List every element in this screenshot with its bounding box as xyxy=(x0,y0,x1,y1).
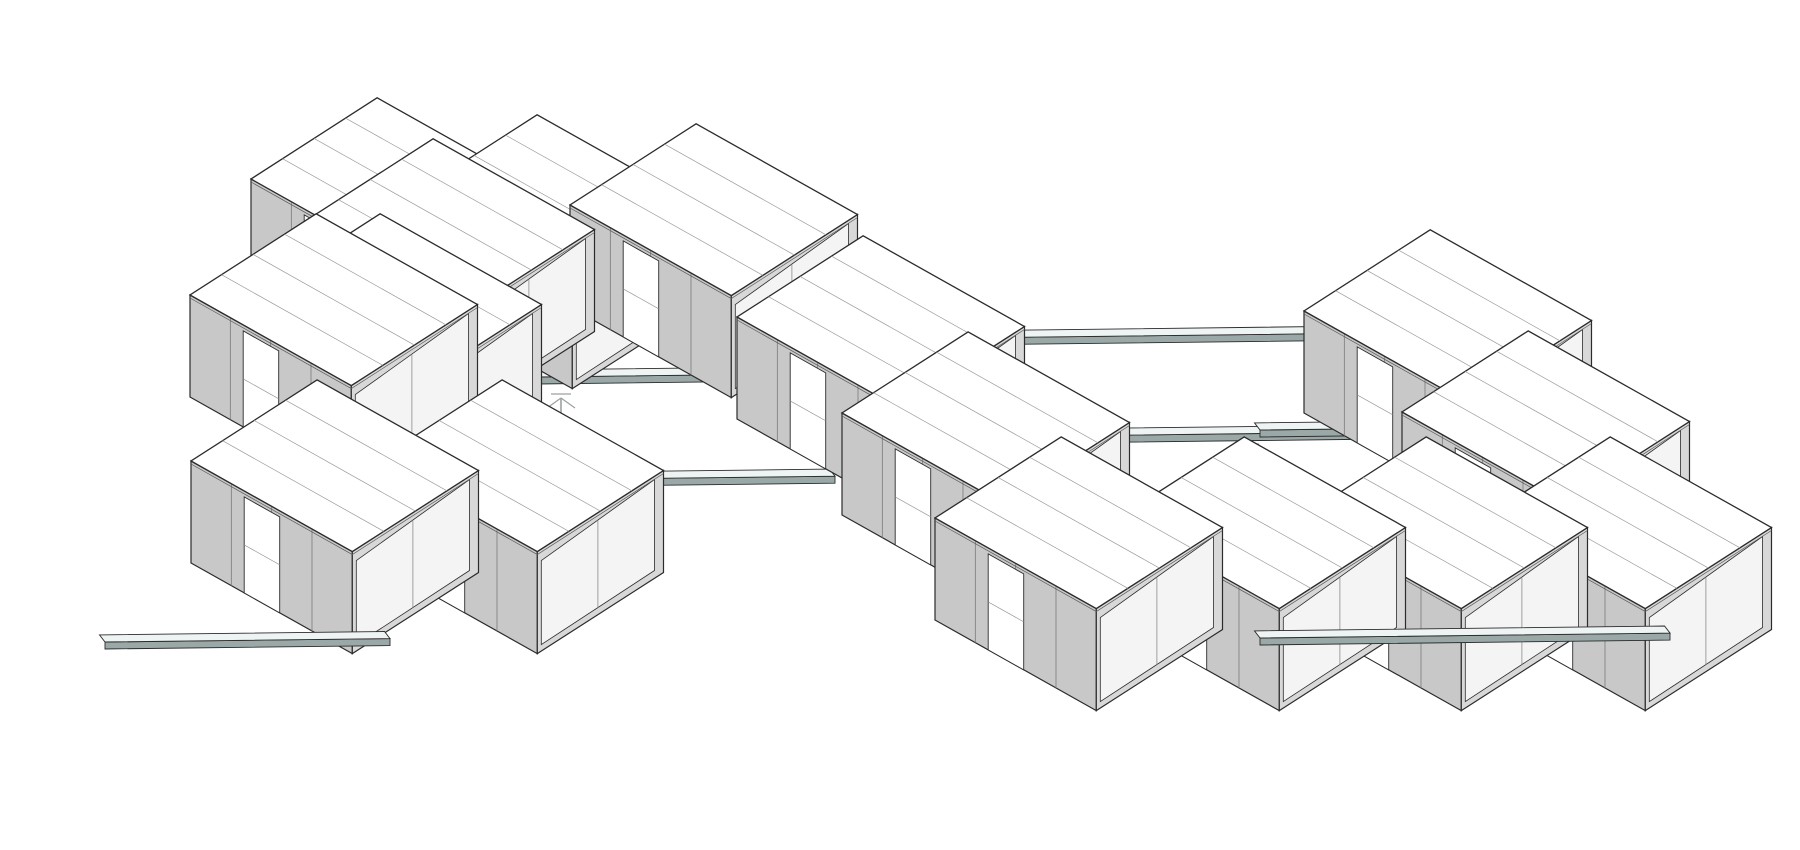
roof-seam xyxy=(632,164,795,256)
roof-seam xyxy=(831,255,994,348)
roof-seam xyxy=(253,420,416,512)
roof-fascia xyxy=(569,207,858,300)
roof-seam xyxy=(1366,270,1529,362)
opening-mullion xyxy=(895,496,931,518)
roof-seam xyxy=(369,179,532,271)
opening-mullion xyxy=(623,288,659,310)
roof-seam xyxy=(904,372,1067,464)
roof-fascia xyxy=(934,520,1223,613)
roof-seam xyxy=(664,143,827,236)
opening-mullion xyxy=(243,378,279,400)
roof-seam xyxy=(401,158,564,251)
walkway-deck xyxy=(98,631,391,643)
roof-seam xyxy=(768,296,931,388)
roof-seam xyxy=(936,351,1099,444)
roof-seam xyxy=(470,399,633,492)
roof-seam xyxy=(1180,477,1343,569)
opening-mullion xyxy=(1357,394,1393,416)
roof-seam xyxy=(873,392,1036,484)
module-front-1 xyxy=(933,436,1224,712)
roof-seam xyxy=(438,420,601,512)
roof-seam xyxy=(1398,249,1561,342)
roof-seam xyxy=(252,254,415,346)
roof-seam xyxy=(1362,477,1525,569)
module-left-front-a xyxy=(189,379,480,655)
opening-mullion xyxy=(244,544,280,566)
roof-seam xyxy=(284,233,447,326)
opening-mullion xyxy=(790,400,826,422)
roof-seam xyxy=(222,440,385,532)
roof-seam xyxy=(1335,290,1498,382)
roof-seam xyxy=(601,184,764,276)
roof-fascia xyxy=(190,463,479,556)
roof-seam xyxy=(1394,456,1557,549)
roof-seam xyxy=(285,399,448,492)
walkway-deck xyxy=(1253,625,1671,639)
roof-seam xyxy=(1029,456,1192,549)
walkway-left-front xyxy=(98,631,391,650)
opening-mullion xyxy=(988,601,1024,623)
roof-seam xyxy=(966,497,1129,589)
modules-layer xyxy=(188,97,1773,712)
roof-seam xyxy=(221,274,384,366)
roof-seam xyxy=(1578,456,1741,549)
roof-seam xyxy=(1496,350,1659,443)
support-brace xyxy=(560,397,576,409)
roof-seam xyxy=(997,477,1160,569)
roof-fascia xyxy=(189,297,478,390)
walkways-layer-front xyxy=(98,625,1671,650)
roof-seam xyxy=(1212,456,1375,549)
roof-seam xyxy=(799,276,962,368)
roof-seam xyxy=(1546,477,1709,569)
walkway-right-front xyxy=(1253,625,1671,646)
